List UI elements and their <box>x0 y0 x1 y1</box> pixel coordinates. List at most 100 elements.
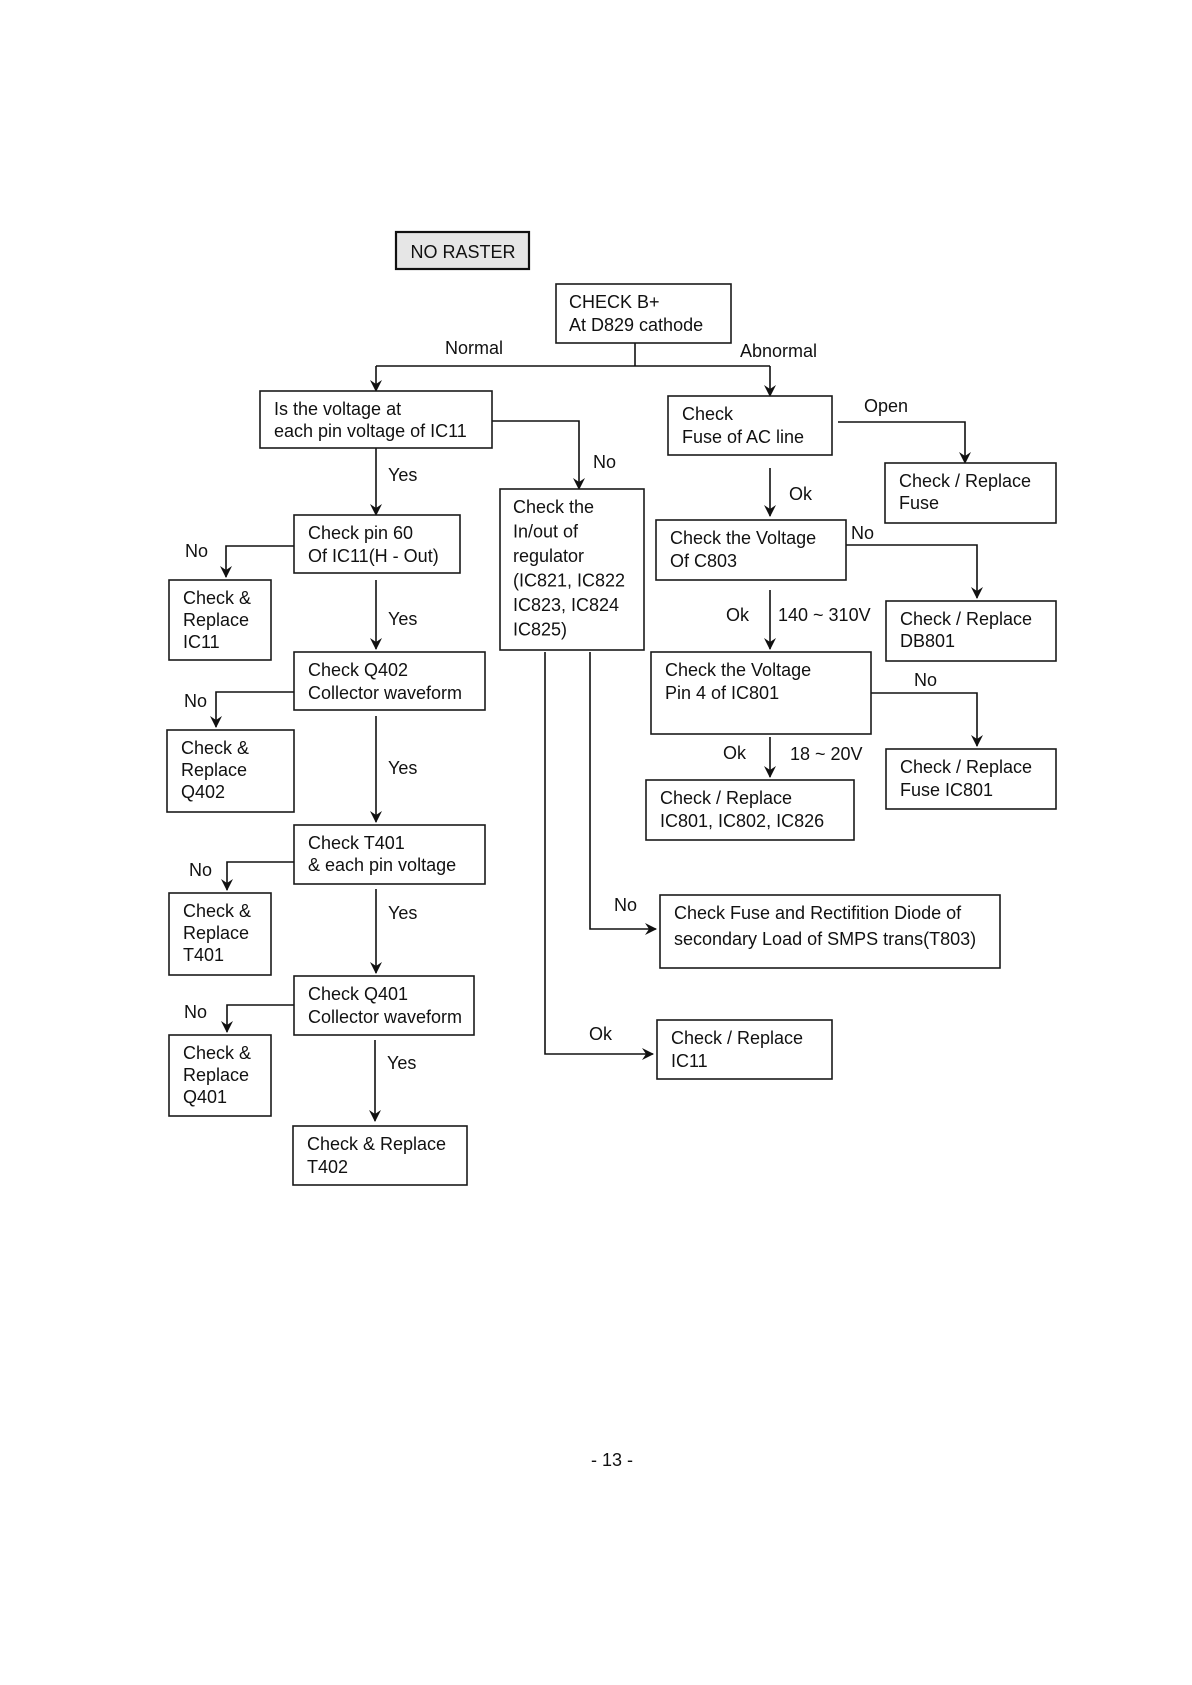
node-text-line: Replace <box>183 923 249 943</box>
node-frame <box>667 395 833 456</box>
node-text-line: Replace <box>183 610 249 630</box>
edge-label-range-18-20: 18 ~ 20V <box>790 744 863 764</box>
node-replace-ic11-b: Check / Replace IC11 <box>656 1019 833 1080</box>
node-frame <box>168 1034 272 1117</box>
node-text-line: Check the Voltage <box>665 660 811 680</box>
node-text-line: & each pin voltage <box>308 855 456 875</box>
node-text-line: IC825) <box>513 620 567 640</box>
node-frame <box>555 283 732 344</box>
node-check-b-plus: CHECK B+ At D829 cathode <box>555 283 732 344</box>
node-text-line: Of IC11(H - Out) <box>308 546 439 566</box>
node-text-line: CHECK B+ <box>569 292 660 312</box>
node-frame <box>656 1019 833 1080</box>
connector-to-replace-t401 <box>221 861 294 891</box>
edge-label-ok-ic801: Ok <box>726 605 750 625</box>
node-text-line: Collector waveform <box>308 683 462 703</box>
node-text-line: T401 <box>183 945 224 965</box>
node-text-line: IC801, IC802, IC826 <box>660 811 824 831</box>
edge-label-no-q402: No <box>184 691 207 711</box>
node-text-line: Check T401 <box>308 833 405 853</box>
node-frame <box>885 600 1057 662</box>
node-text-line: Check & <box>183 588 251 608</box>
node-frame <box>168 579 272 661</box>
node-text-line: Check the <box>513 497 594 517</box>
node-text-line: Check / Replace <box>660 788 792 808</box>
edge-label-no-fuse-ic801: No <box>914 670 937 690</box>
node-text-line: Q402 <box>181 782 225 802</box>
node-frame <box>645 779 855 841</box>
connector-to-replace-fuse <box>838 421 971 464</box>
node-frame <box>884 462 1057 524</box>
edge-label-yes-pin60: Yes <box>388 465 417 485</box>
edge-label-yes-t401: Yes <box>388 758 417 778</box>
node-frame <box>166 729 295 813</box>
edge-label-yes-t402: Yes <box>387 1053 416 1073</box>
edge-label-range-140-310: 140 ~ 310V <box>778 605 871 625</box>
node-text-line: Check / Replace <box>671 1028 803 1048</box>
node-frame <box>655 519 847 581</box>
edge-label-abnormal: Abnormal <box>740 341 817 361</box>
node-text-line: (IC821, IC822 <box>513 571 625 591</box>
node-text-line: T402 <box>307 1157 348 1177</box>
connector-to-fuse-diode <box>589 652 657 935</box>
title-text: NO RASTER <box>410 242 515 262</box>
node-frame <box>659 894 1001 969</box>
connector-to-regulator <box>492 420 585 490</box>
edge-label-yes-q402: Yes <box>388 609 417 629</box>
edge-label-no-t401: No <box>189 860 212 880</box>
node-text-line: Check / Replace <box>900 609 1032 629</box>
connector-to-replace-q401 <box>221 1004 294 1033</box>
edge-label-ok-c803: Ok <box>789 484 813 504</box>
node-check-t401: Check T401& each pin voltage <box>293 824 486 885</box>
edge-label-open: Open <box>864 396 908 416</box>
edge-label-no-fuse-diode: No <box>614 895 637 915</box>
edge-label-no-ic11: No <box>185 541 208 561</box>
nodes: NO RASTER CHECK B+ At D829 cathode Is the v… <box>166 230 1057 1186</box>
node-text-line: Replace <box>183 1065 249 1085</box>
node-text-line: Fuse of AC line <box>682 427 804 447</box>
title-box: NO RASTER <box>394 230 531 271</box>
connector-to-db801 <box>846 544 983 599</box>
node-text-line: Replace <box>181 760 247 780</box>
connectors <box>210 343 983 1122</box>
edge-label-no-regulator: No <box>593 452 616 472</box>
node-check-fuse-diode: Check Fuse and Rectifition Diode ofsecon… <box>659 894 1001 969</box>
node-text-line: each pin voltage of IC11 <box>274 421 467 441</box>
node-text-line: At D829 cathode <box>569 315 703 335</box>
node-frame <box>650 651 872 735</box>
connector-to-fuse-ic801 <box>871 692 983 747</box>
edge-label-yes-q401: Yes <box>388 903 417 923</box>
node-text-line: Check / Replace <box>899 471 1031 491</box>
node-text-line: Check / Replace <box>900 757 1032 777</box>
node-text-line: Check & Replace <box>307 1134 446 1154</box>
node-text-line: Of C803 <box>670 551 737 571</box>
edge-label-ok-replace-ic801: Ok <box>723 743 747 763</box>
node-text-line: IC11 <box>183 632 220 652</box>
node-frame <box>292 1125 468 1186</box>
node-text-line: Fuse <box>899 493 939 513</box>
node-text-line: Check pin 60 <box>308 523 413 543</box>
node-text-line: Collector waveform <box>308 1007 462 1027</box>
edge-label-no-q401: No <box>184 1002 207 1022</box>
node-frame <box>293 514 461 574</box>
node-text-line: IC11 <box>671 1051 708 1071</box>
node-text-line: IC823, IC824 <box>513 595 619 615</box>
node-text-line: Check Q402 <box>308 660 408 680</box>
page-number: - 13 - <box>591 1450 633 1470</box>
node-text-line: Check <box>682 404 734 424</box>
node-frame <box>293 651 486 711</box>
node-text-line: In/out of <box>513 522 579 542</box>
